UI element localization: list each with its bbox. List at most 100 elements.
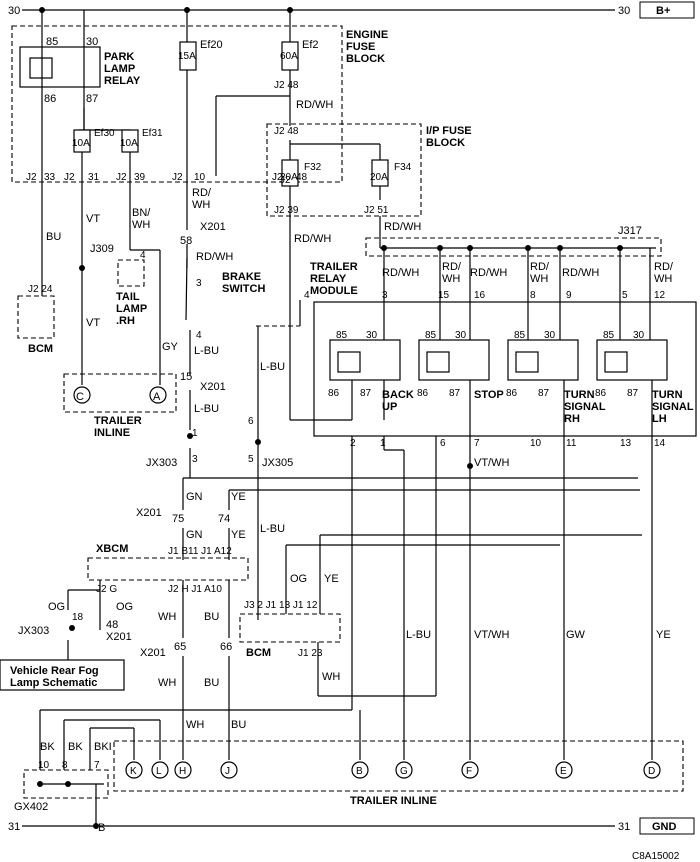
relay-coils (29, 57, 628, 373)
wire-ye-rt: YE (656, 629, 671, 641)
wire-wh-3: WH (186, 719, 204, 731)
conn-x201-d: X201 (140, 647, 166, 659)
wire-wh-4: WH (322, 671, 340, 683)
relay-1-30: 30 (455, 330, 467, 341)
wire-lbu-2: L-BU (194, 403, 219, 415)
fuse-f32-name: F32 (304, 162, 322, 173)
gx402-pin-8: 8 (62, 760, 68, 771)
wire-ye-2: YE (231, 529, 246, 541)
trm-bottom-pin-11: 11 (566, 438, 577, 449)
conn-x201-15: 15 (180, 371, 192, 383)
relay-3-87: 87 (627, 388, 639, 399)
wire-bu-3: BU (204, 677, 219, 689)
conn-x201-75: 75 (172, 513, 184, 525)
conn-jx303-b: JX303 (18, 625, 49, 637)
conn-x201-48: 48 (106, 619, 118, 631)
wire-gn-2: GN (186, 529, 203, 541)
relay-pin-30: 30 (86, 36, 98, 48)
efb-pin-8: J2 (272, 172, 283, 183)
fuse-f34-name: F34 (394, 162, 412, 173)
wire-rdwh-4: RD/WH (196, 251, 233, 263)
xbcm-top: J1 B11 J1 A12 (168, 546, 232, 557)
wire-bnwh: BN/WH (132, 207, 151, 231)
fuse-f34-rating: 20A (370, 172, 388, 183)
wire-rdwh-split-1: RD/WH (192, 187, 212, 211)
efb-pins: J2 (280, 175, 291, 186)
wire-lines (22, 9, 615, 827)
relay-2-85: 85 (514, 330, 526, 341)
wire-rdwh-3: RD/WH (384, 221, 421, 233)
gnd-label: GND (652, 821, 677, 833)
relay-3-30: 30 (633, 330, 645, 341)
relay-1-label: STOP (474, 389, 504, 401)
relay-2-30: 30 (544, 330, 556, 341)
efb-pin-6: J2 (172, 172, 183, 183)
wire-rdwh-split-3: RD/WH (530, 261, 550, 285)
relay-3-85: 85 (603, 330, 615, 341)
wire-og-2: OG (48, 601, 65, 613)
conn-gx402: GX402 (14, 801, 48, 813)
fuse-ef2-rating: 60A (280, 51, 298, 62)
bplus-label: B+ (656, 5, 670, 17)
fuse-symbols (73, 41, 389, 187)
efb-pin-7: 10 (194, 172, 206, 183)
x201-18: 18 (72, 612, 84, 623)
relay-pin-86: 86 (44, 93, 56, 105)
trailer-inline-bottom-title: TRAILER INLINE (350, 795, 437, 807)
splice-dots (37, 7, 623, 829)
relay-2-87: 87 (538, 388, 550, 399)
relay-0-85: 85 (336, 330, 348, 341)
labels: 30 30 31 31 B C8A15002 85 30 86 87 Ef20 … (8, 5, 680, 862)
relay-pin-85: 85 (46, 36, 58, 48)
xbcm-bottom: J2 H J1 A10 (168, 584, 222, 595)
trailer-inline-pin-H: H (179, 766, 186, 777)
ipfb-top: J2 48 (274, 126, 299, 137)
relay-1-86: 86 (417, 388, 429, 399)
fuse-ef20-rating: 15A (178, 51, 196, 62)
conn-j317: J317 (618, 225, 642, 237)
jx303-1: 1 (192, 428, 198, 439)
bcm-right-title: BCM (246, 647, 271, 659)
bcm-right-p23: J1 23 (298, 648, 323, 659)
trailer-inline-pin-L: L (156, 766, 162, 777)
trailer-inline-pin-F: F (466, 766, 472, 777)
relay-1-87: 87 (449, 388, 461, 399)
trm-top-pin-12: 12 (654, 290, 666, 301)
wire-lbu-1: L-BU (194, 345, 219, 357)
inline-pin-a: A (153, 391, 161, 403)
trailer-inline-pin-D: D (648, 766, 655, 777)
wire-rdwh-2: RD/WH (294, 233, 331, 245)
rail-tags: B+ GND (639, 1, 695, 835)
xbcm-title: XBCM (96, 543, 128, 555)
conn-x201-b: X201 (200, 381, 226, 393)
wire-vtwh-2: VT/WH (474, 629, 509, 641)
wire-rdwh-5: RD/WH (382, 267, 419, 279)
relay-0-86: 86 (328, 388, 340, 399)
trm-top-pin-5: 5 (622, 290, 628, 301)
trm-top-pin-9: 9 (566, 290, 572, 301)
jx303-3: 3 (192, 454, 198, 465)
wire-rdwh-split-2: RD/WH (442, 261, 462, 285)
wire-lbu-3: L-BU (260, 361, 285, 373)
jx305-5: 5 (248, 454, 254, 465)
wire-wh-1: WH (158, 611, 176, 623)
efb-pin-5: 39 (134, 172, 146, 183)
relay-module-box (0, 46, 697, 691)
wire-bki: BKI (94, 741, 112, 753)
conn-jx305: JX305 (262, 457, 293, 469)
wire-og-3: OG (116, 601, 133, 613)
trm-bottom-pin-13: 13 (620, 438, 632, 449)
fuse-ef31-name: Ef31 (142, 128, 163, 139)
connector-pins (73, 386, 661, 779)
wire-og-1: OG (290, 573, 307, 585)
relay-2-86: 86 (506, 388, 518, 399)
figure-id: C8A15002 (632, 851, 680, 862)
